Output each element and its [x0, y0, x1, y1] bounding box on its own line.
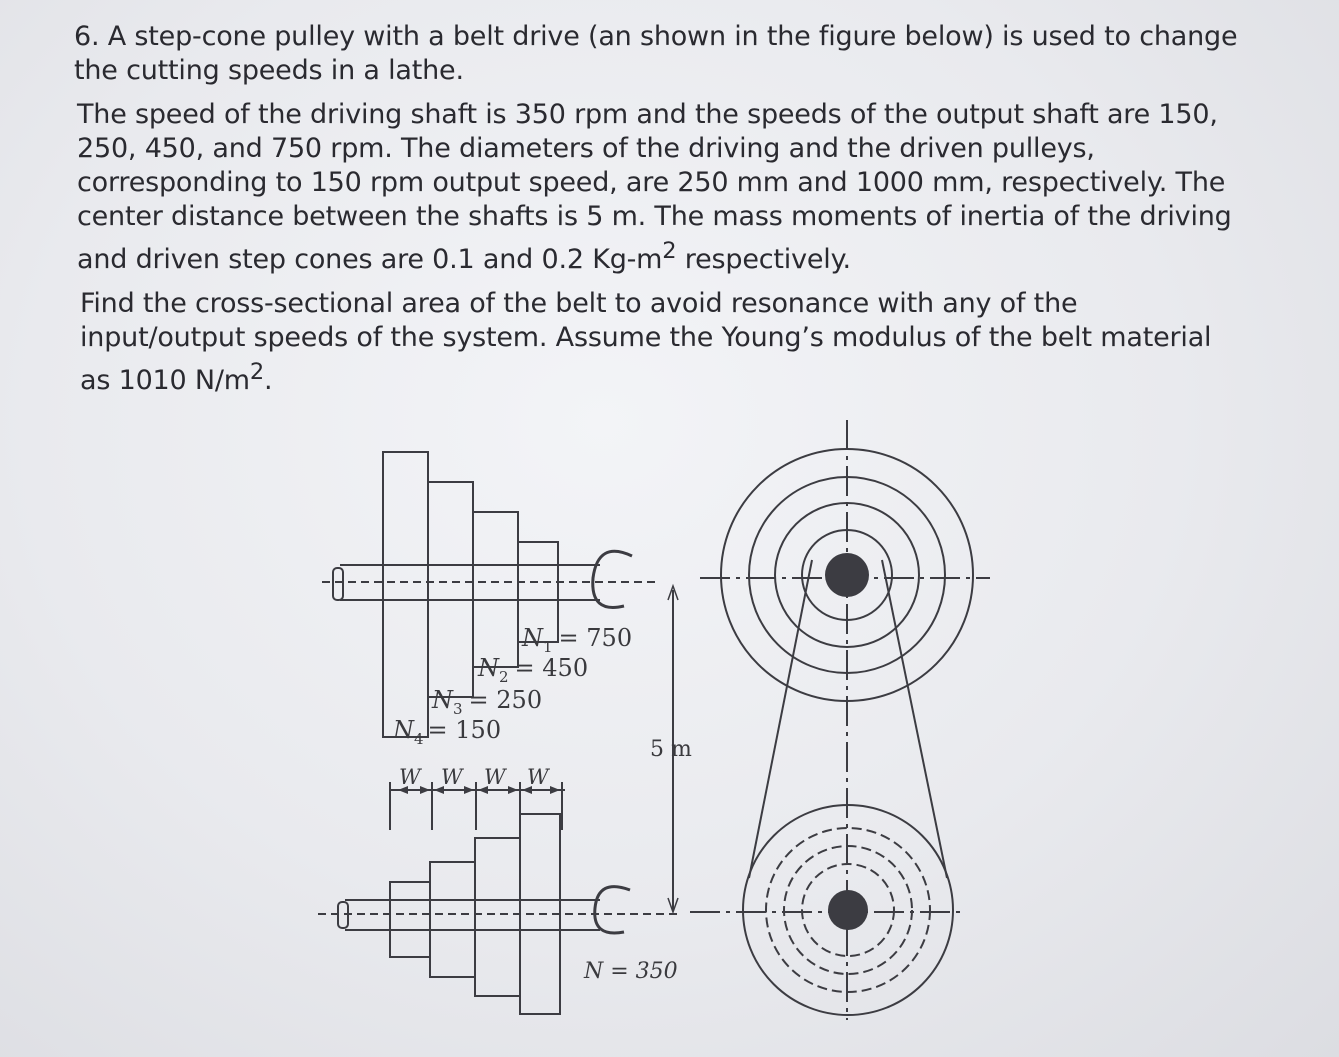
problem-statement: 6. A step-cone pulley with a belt drive …	[74, 20, 1244, 398]
problem-given: The speed of the driving shaft is 350 rp…	[74, 98, 1244, 277]
speed-leaders	[427, 642, 519, 708]
given-text-end: respectively.	[676, 244, 851, 275]
problem-intro: 6. A step-cone pulley with a belt drive …	[74, 20, 1244, 88]
given-superscript: 2	[662, 238, 677, 264]
find-superscript: 2	[249, 359, 265, 385]
find-text-end: .	[264, 365, 273, 396]
width-dimension	[389, 782, 565, 830]
driven-hub	[825, 553, 869, 597]
driving-pulley-side-view	[690, 804, 965, 1016]
width-label-4: W	[527, 765, 551, 789]
speed-label-n3: N3= 250	[431, 686, 542, 718]
problem-number: 6.	[74, 21, 100, 52]
find-text: Find the cross-sectional area of the bel…	[80, 288, 1212, 396]
width-label-2: W	[441, 765, 465, 789]
center-distance-dimension	[667, 583, 679, 915]
speed-label-n1: N1= 750	[521, 624, 632, 656]
driven-shaft	[322, 549, 660, 609]
step-cone-pulley-figure: N1= 750 N2= 450 N3= 250 N4= 150 W W W W …	[300, 410, 1020, 1050]
pulley-diagram: N1= 750 N2= 450 N3= 250 N4= 150 W W W W …	[318, 420, 990, 1020]
intro-text: A step-cone pulley with a belt drive (an…	[74, 21, 1238, 86]
problem-find: Find the cross-sectional area of the bel…	[74, 287, 1244, 398]
driving-hub	[828, 890, 868, 930]
speed-label-n2: N2= 450	[477, 654, 588, 686]
input-speed-label: N = 350	[583, 959, 678, 984]
speed-label-n4: N4= 150	[392, 716, 501, 748]
belt	[748, 559, 948, 879]
center-distance-label: 5 m	[650, 737, 692, 762]
given-text: The speed of the driving shaft is 350 rp…	[77, 99, 1232, 275]
driving-shaft	[318, 885, 680, 935]
width-label-3: W	[484, 765, 508, 789]
driven-step-cone	[382, 451, 559, 738]
driven-pulley-side-view	[700, 420, 990, 1020]
width-label-1: W	[399, 765, 423, 789]
